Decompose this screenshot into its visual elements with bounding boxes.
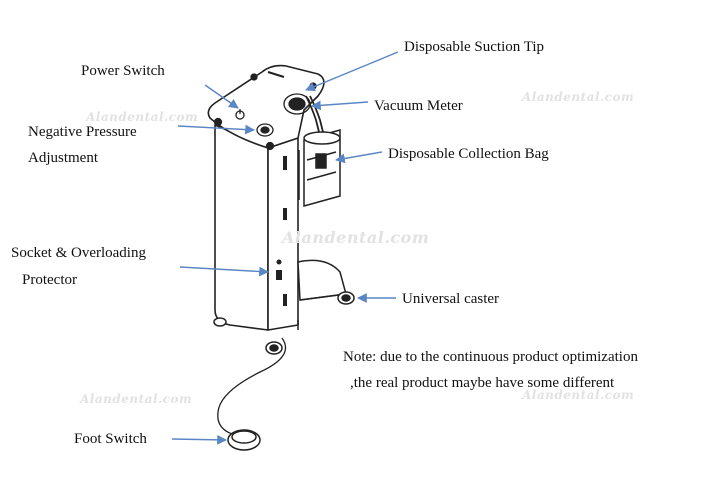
label-socket-2: Protector	[22, 272, 77, 288]
arrow-negative-pressure	[177, 124, 255, 135]
arrow-power-switch	[204, 84, 239, 109]
power-switch-knob[interactable]	[235, 109, 245, 120]
note-line-1: Note: due to the continuous product opti…	[343, 349, 638, 365]
arrow-vacuum-meter	[311, 100, 369, 111]
label-power-switch: Power Switch	[81, 63, 165, 79]
arrow-socket	[179, 266, 269, 277]
arrow-suction-tip	[305, 51, 399, 92]
negative-pressure-knob[interactable]	[256, 123, 274, 137]
arrow-collection-bag	[335, 151, 383, 164]
socket-protector[interactable]	[276, 259, 282, 281]
watermark: Alandental.com	[522, 388, 635, 402]
watermark: Alandental.com	[522, 90, 635, 104]
label-foot-switch: Foot Switch	[74, 431, 147, 447]
watermark: Alandental.com	[282, 228, 430, 247]
foot-switch-cable	[217, 337, 287, 435]
label-suction-tip: Disposable Suction Tip	[404, 39, 545, 55]
caster-wheels	[213, 291, 355, 355]
arrow-foot-switch	[171, 434, 227, 445]
watermark: Alandental.com	[80, 392, 193, 406]
foot-switch-pedal[interactable]	[227, 429, 261, 451]
label-negative-pressure-1: Negative Pressure	[28, 124, 137, 140]
label-vacuum-meter: Vacuum Meter	[374, 98, 463, 114]
callout-arrows	[171, 51, 399, 445]
label-negative-pressure-2: Adjustment	[28, 150, 98, 166]
vacuum-meter-dial	[283, 93, 311, 115]
collection-bag-holder	[298, 129, 341, 207]
front-vents	[283, 156, 287, 306]
label-socket-1: Socket & Overloading	[11, 245, 146, 261]
label-collection-bag: Disposable Collection Bag	[388, 146, 549, 162]
label-caster: Universal caster	[402, 291, 500, 307]
note-line-2: ,the real product maybe have some differ…	[350, 375, 615, 391]
watermark: Alandental.com	[86, 110, 199, 124]
